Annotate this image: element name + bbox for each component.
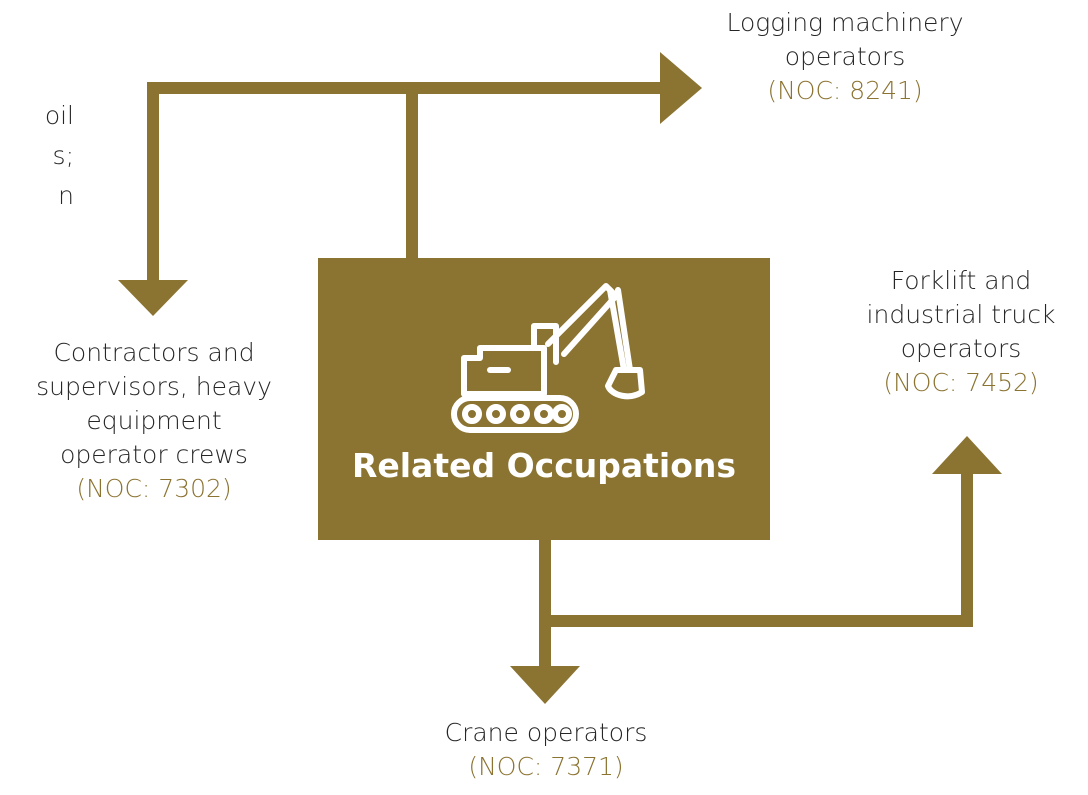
cutoff-line: oil — [44, 101, 74, 130]
excavator-icon — [451, 283, 645, 433]
occupation-name-line: industrial truck — [866, 300, 1056, 329]
occupation-crane: Crane operators (NOC: 7371) — [400, 716, 692, 784]
occupation-name-line: operators — [784, 42, 906, 71]
occupation-forklift: Forklift and industrial truck operators … — [838, 264, 1084, 400]
noc-code: (NOC: 7452) — [883, 368, 1039, 397]
arrowhead-crane — [510, 666, 580, 704]
occupation-contractors: Contractors and supervisors, heavy equip… — [8, 336, 300, 506]
noc-code: (NOC: 8241) — [767, 76, 923, 105]
occupation-name-line: supervisors, heavy — [36, 372, 272, 401]
occupation-name-line: Crane operators — [444, 718, 648, 747]
occupation-name-line: Forklift and — [890, 266, 1032, 295]
cutoff-line: s; — [52, 141, 74, 170]
left-cutoff-text: oil s; n — [45, 96, 74, 216]
related-occupations-box: Related Occupations — [318, 258, 770, 540]
occupation-name-line: operator crews — [60, 440, 248, 469]
arrowhead-contractors — [118, 280, 188, 316]
arrowhead-forklift — [932, 436, 1002, 474]
occupation-logging: Logging machinery operators (NOC: 8241) — [690, 6, 1000, 108]
occupation-name-line: Logging machinery — [726, 8, 964, 37]
arrowhead-logging — [660, 52, 702, 124]
occupation-name-line: operators — [900, 334, 1022, 363]
noc-code: (NOC: 7371) — [468, 752, 624, 781]
occupation-name-line: equipment — [86, 406, 222, 435]
cutoff-line: n — [58, 181, 74, 210]
occupation-name-line: Contractors and — [53, 338, 255, 367]
center-title: Related Occupations — [351, 446, 737, 485]
noc-code: (NOC: 7302) — [76, 474, 232, 503]
